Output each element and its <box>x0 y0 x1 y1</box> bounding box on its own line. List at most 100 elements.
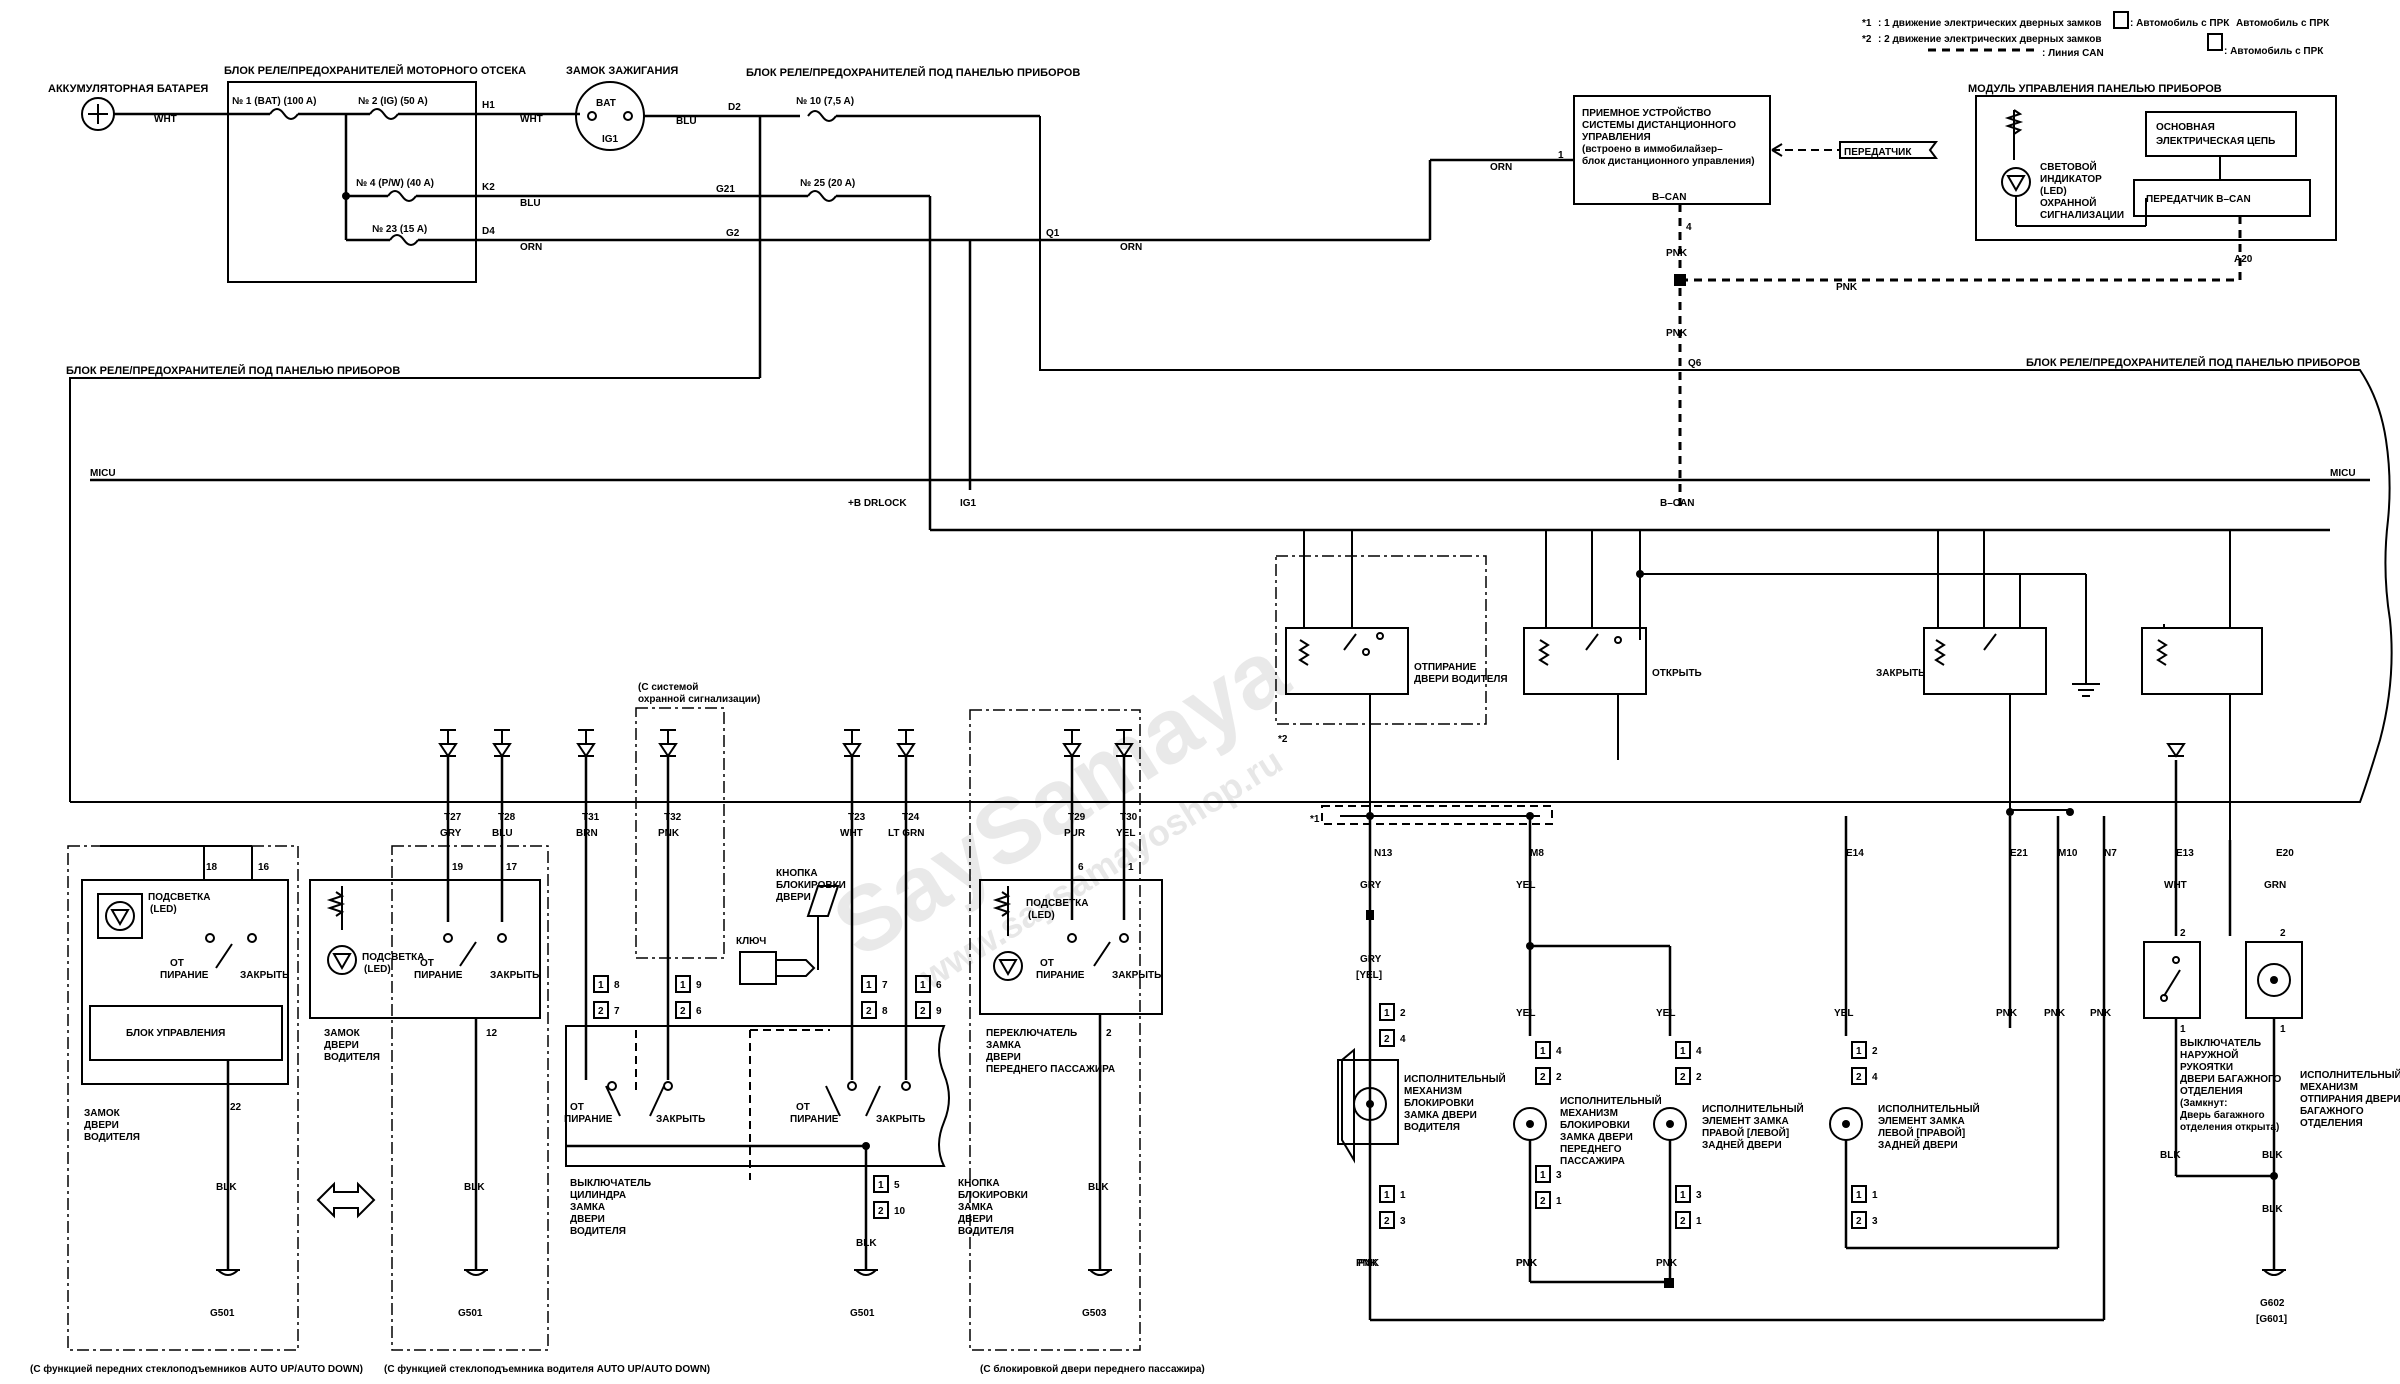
bcan-network: 4 PNK PNK PNK Q6 B–CAN <box>1660 204 2242 510</box>
svg-text:G21: G21 <box>716 184 735 195</box>
svg-text:ИСПОЛНИТЕЛЬНЫЙ: ИСПОЛНИТЕЛЬНЫЙ <box>1560 1094 1662 1107</box>
svg-text:ORN: ORN <box>520 242 542 253</box>
svg-text:ПОДСВЕТКА: ПОДСВЕТКА <box>148 892 211 903</box>
svg-text:YEL: YEL <box>1516 1008 1535 1019</box>
svg-text:БЛОКИРОВКИ: БЛОКИРОВКИ <box>1560 1120 1630 1131</box>
svg-text:ДВЕРИ: ДВЕРИ <box>986 1052 1021 1063</box>
diodes <box>438 729 1134 758</box>
svg-text:: 1 движение электрических две: : 1 движение электрических дверных замко… <box>1878 18 2102 29</box>
svg-text:ПИРАНИЕ: ПИРАНИЕ <box>790 1114 839 1125</box>
svg-text:1: 1 <box>1400 1190 1406 1201</box>
alarm-option-box: (С системой охранной сигнализации) <box>635 682 760 959</box>
underhood-fuse-box: БЛОК РЕЛЕ/ПРЕДОХРАНИТЕЛЕЙ МОТОРНОГО ОТСЕ… <box>224 64 526 283</box>
svg-text:D2: D2 <box>728 102 741 113</box>
svg-text:1: 1 <box>1540 1170 1546 1181</box>
svg-text:ПЕРЕДАТЧИК: ПЕРЕДАТЧИК <box>1844 147 1912 158</box>
svg-text:ВОДИТЕЛЯ: ВОДИТЕЛЯ <box>84 1132 140 1143</box>
svg-text:МЕХАНИЗМ: МЕХАНИЗМ <box>1404 1086 1462 1097</box>
svg-text:M10: M10 <box>2058 848 2078 859</box>
svg-text:PNK: PNK <box>1356 1258 1378 1269</box>
svg-text:PNK: PNK <box>1666 328 1688 339</box>
svg-text:БЛОК УПРАВЛЕНИЯ: БЛОК УПРАВЛЕНИЯ <box>126 1028 225 1039</box>
svg-text:охранной сигнализации): охранной сигнализации) <box>638 694 760 705</box>
svg-text:(LED): (LED) <box>1028 910 1055 921</box>
svg-text:8: 8 <box>614 980 620 991</box>
svg-text:ВЫКЛЮЧАТЕЛЬ: ВЫКЛЮЧАТЕЛЬ <box>570 1178 651 1189</box>
svg-text:ОТ: ОТ <box>1040 958 1054 969</box>
svg-text:ОТ: ОТ <box>170 958 184 969</box>
svg-text:T27: T27 <box>444 812 462 823</box>
svg-text:ДВЕРИ: ДВЕРИ <box>776 892 811 903</box>
svg-text:СВЕТОВОЙ: СВЕТОВОЙ <box>2040 160 2097 173</box>
svg-text:ДВЕРИ БАГАЖНОГО: ДВЕРИ БАГАЖНОГО <box>2180 1074 2282 1085</box>
svg-text:1: 1 <box>1856 1046 1862 1057</box>
svg-text:2: 2 <box>1384 1034 1390 1045</box>
svg-text:ЭЛЕМЕНТ ЗАМКА: ЭЛЕМЕНТ ЗАМКА <box>1702 1116 1789 1127</box>
svg-text:BLK: BLK <box>2262 1150 2283 1161</box>
svg-text:БЛОК РЕЛЕ/ПРЕДОХРАНИТЕЛЕЙ ПОД: БЛОК РЕЛЕ/ПРЕДОХРАНИТЕЛЕЙ ПОД ПАНЕЛЬЮ ПР… <box>2026 356 2360 369</box>
svg-text:GRN: GRN <box>2264 880 2286 891</box>
svg-text:УПРАВЛЕНИЯ: УПРАВЛЕНИЯ <box>1582 132 1651 143</box>
svg-text:ОТПИРАНИЯ ДВЕРИ: ОТПИРАНИЯ ДВЕРИ <box>2300 1094 2400 1105</box>
svg-text:1: 1 <box>1128 862 1134 873</box>
svg-text:5: 5 <box>894 1180 900 1191</box>
svg-text:E13: E13 <box>2176 848 2194 859</box>
svg-text:2: 2 <box>920 1006 926 1017</box>
relay-tailgate <box>2141 530 2263 840</box>
svg-text:G503: G503 <box>1082 1308 1107 1319</box>
svg-text:*2: *2 <box>1862 34 1872 45</box>
svg-text:(LED): (LED) <box>150 904 177 915</box>
svg-text:K2: K2 <box>482 182 495 193</box>
svg-text:4: 4 <box>1686 222 1692 233</box>
svg-text:YEL: YEL <box>1834 1008 1853 1019</box>
svg-text:: Автомобиль с ПРК: : Автомобиль с ПРК <box>2130 17 2230 29</box>
svg-text:ЗАКРЫТЬ: ЗАКРЫТЬ <box>490 970 539 981</box>
tailgate-switch: 2 1 ВЫКЛЮЧАТЕЛЬ НАРУЖНОЙ РУКОЯТКИ ДВЕРИ … <box>2143 743 2282 1176</box>
svg-text:IG1: IG1 <box>602 134 619 145</box>
svg-text:ДВЕРИ ВОДИТЕЛЯ: ДВЕРИ ВОДИТЕЛЯ <box>1414 674 1508 685</box>
svg-text:T23: T23 <box>848 812 866 823</box>
svg-text:N13: N13 <box>1374 848 1393 859</box>
svg-text:PNK: PNK <box>1358 1258 1380 1269</box>
svg-text:МЕХАНИЗМ: МЕХАНИЗМ <box>1560 1108 1618 1119</box>
svg-text:ИНДИКАТОР: ИНДИКАТОР <box>2040 174 2102 185</box>
svg-text:BLU: BLU <box>676 116 697 127</box>
svg-text:ПЕРЕКЛЮЧАТЕЛЬ: ПЕРЕКЛЮЧАТЕЛЬ <box>986 1028 1077 1039</box>
relay-lock: ЗАКРЫТЬ <box>1636 530 2100 810</box>
svg-text:(Замкнут:: (Замкнут: <box>2180 1098 2228 1109</box>
svg-text:ВОДИТЕЛЯ: ВОДИТЕЛЯ <box>324 1052 380 1063</box>
svg-text:(С функцией стеклоподъемника в: (С функцией стеклоподъемника водителя AU… <box>384 1363 710 1375</box>
svg-text:B–CAN: B–CAN <box>1652 192 1686 203</box>
svg-text:2: 2 <box>1556 1072 1562 1083</box>
svg-text:PNK: PNK <box>2090 1008 2112 1019</box>
svg-text:ЗАКРЫТЬ: ЗАКРЫТЬ <box>656 1114 705 1125</box>
svg-text:ЗАКРЫТЬ: ЗАКРЫТЬ <box>240 970 289 981</box>
svg-text:YEL: YEL <box>1516 880 1535 891</box>
svg-text:ЭЛЕМЕНТ ЗАМКА: ЭЛЕМЕНТ ЗАМКА <box>1878 1116 1965 1127</box>
svg-text:19: 19 <box>452 862 464 873</box>
svg-text:ПРАВОЙ [ЛЕВОЙ]: ПРАВОЙ [ЛЕВОЙ] <box>1702 1126 1789 1139</box>
svg-text:блок дистанционного управления: блок дистанционного управления) <box>1582 155 1755 167</box>
svg-text:ЦИЛИНДРА: ЦИЛИНДРА <box>570 1190 626 1201</box>
svg-text:КНОПКА: КНОПКА <box>958 1178 1000 1189</box>
svg-text:№ 10 (7,5 A): № 10 (7,5 A) <box>796 96 854 107</box>
svg-text:ЗАМКА: ЗАМКА <box>958 1202 993 1213</box>
svg-text:ЗАКРЫТЬ: ЗАКРЫТЬ <box>876 1114 925 1125</box>
svg-text:T28: T28 <box>498 812 516 823</box>
svg-text:1: 1 <box>1540 1046 1546 1057</box>
svg-text:ПИРАНИЕ: ПИРАНИЕ <box>564 1114 613 1125</box>
svg-text:6: 6 <box>696 1006 702 1017</box>
svg-text:1: 1 <box>598 980 604 991</box>
svg-text:PNK: PNK <box>1516 1258 1538 1269</box>
svg-text:ORN: ORN <box>1490 162 1512 173</box>
svg-text:E21: E21 <box>2010 848 2028 859</box>
svg-text:6: 6 <box>1078 862 1084 873</box>
svg-text:ПАССАЖИРА: ПАССАЖИРА <box>1560 1156 1625 1167</box>
svg-text:ЗАКРЫТЬ: ЗАКРЫТЬ <box>1876 668 1925 679</box>
svg-text:1: 1 <box>1556 1196 1562 1207</box>
svg-text:ЗАМОК ЗАЖИГАНИЯ: ЗАМОК ЗАЖИГАНИЯ <box>566 65 678 77</box>
svg-text:МОДУЛЬ УПРАВЛЕНИЯ ПАНЕЛЬЮ ПРИБ: МОДУЛЬ УПРАВЛЕНИЯ ПАНЕЛЬЮ ПРИБОРОВ <box>1968 83 2222 95</box>
svg-text:ДВЕРИ: ДВЕРИ <box>324 1040 359 1051</box>
